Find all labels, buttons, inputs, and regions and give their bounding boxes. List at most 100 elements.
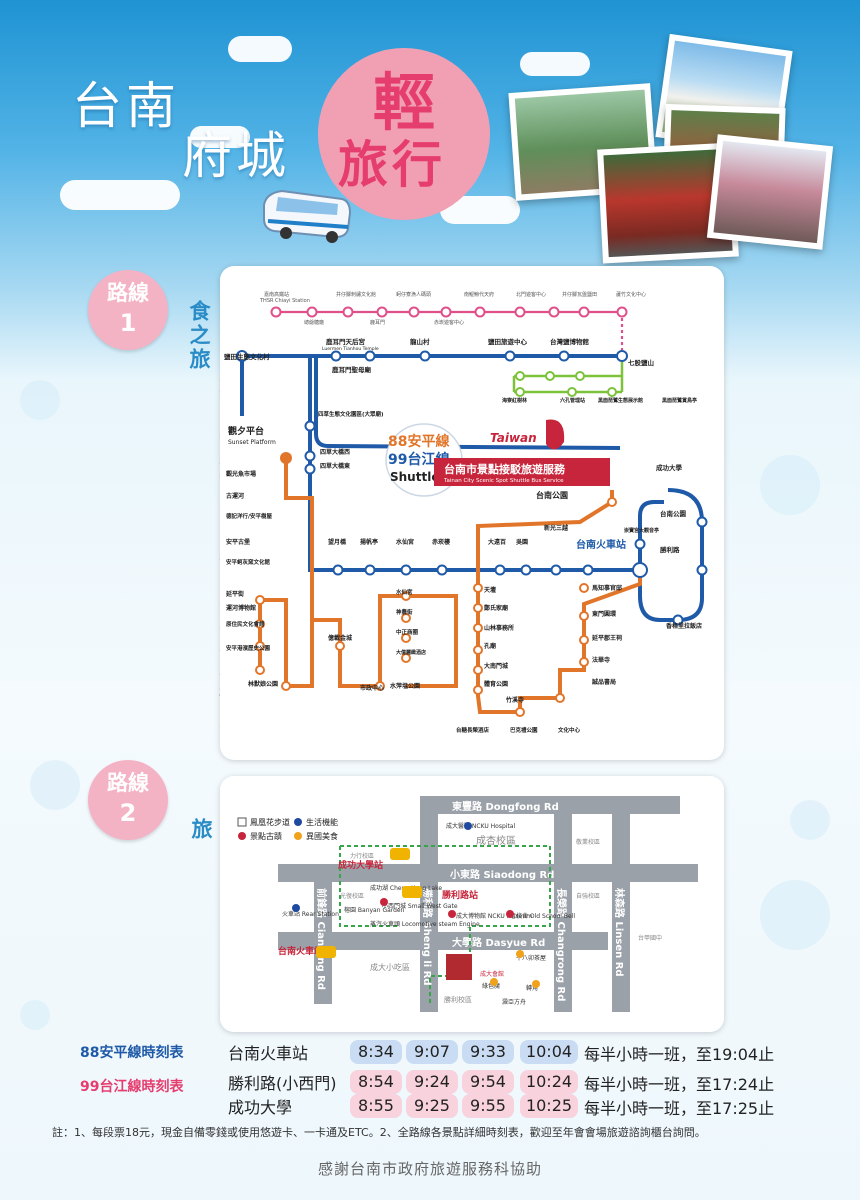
- place-label: 勝利校區: [444, 995, 472, 1004]
- route2-badge-label: 路線: [107, 771, 149, 795]
- station-label: 山林事務所: [484, 624, 514, 632]
- route1-map-svg: 嘉南高鐵站 THSR Chiayi Station 井仔腳刺繡文化館 蚵仔寮漁人…: [224, 291, 708, 734]
- legend-swatch: [294, 832, 302, 840]
- place-label: 小西門城 Small West Gate: [382, 902, 458, 910]
- top-station-label: 蘆竹文化中心: [616, 291, 646, 298]
- station-label: 四草大橋東: [320, 462, 350, 470]
- bubble: [760, 880, 830, 950]
- schedule-stop: 成功大學: [228, 1098, 293, 1117]
- station-label: 大南門城: [484, 662, 508, 670]
- station-label: 安平港濱歷史公園: [226, 644, 271, 652]
- place-label: 綠色魔: [482, 982, 500, 990]
- station-label: 揚帆亭: [360, 538, 378, 546]
- station-label: 成功大學: [656, 463, 683, 472]
- place-label: 敬業校區: [576, 838, 600, 846]
- station-label: 大遠百: [488, 538, 506, 546]
- legend-item: 景點古蹟: [250, 831, 282, 841]
- legend-item: 鳳凰花步道: [250, 817, 290, 827]
- place-label: 蒸汽火車頭 Locomotive steam Engine: [370, 920, 480, 928]
- schedule-frequency: 每半小時一班，至17:25止: [584, 1099, 775, 1118]
- station-label: 望月橋: [328, 538, 347, 546]
- station-label: 觀光魚市場: [226, 470, 256, 478]
- place-label: 成杏校區: [476, 834, 516, 847]
- station-label: 台南公園: [660, 509, 687, 518]
- top-station-label: 北門遊客中心: [516, 291, 546, 298]
- top-station-label: 井仔腳刺繡文化館: [336, 291, 376, 298]
- station-label: 黑面琵鷺生態展示館: [598, 397, 643, 404]
- title-line2: 府城: [182, 127, 290, 185]
- station-label: 台南公園: [536, 490, 568, 500]
- station-label: 吳園: [515, 538, 528, 546]
- place-label: 成大醫院 NCKU Hospital: [446, 822, 515, 830]
- station-label: 竹溪寺: [505, 696, 524, 704]
- road-dongfong: 東豐路 Dongfong Rd: [452, 800, 559, 813]
- schedule-stop: 台南火車站: [228, 1044, 309, 1063]
- brand-line88: 88安平線: [388, 433, 449, 450]
- top-station-label: 蚵仔寮漁人碼頭: [396, 291, 431, 298]
- schedule-time: 10:04: [520, 1040, 578, 1064]
- station-label: 赤崁樓: [432, 538, 450, 546]
- map-markers: [292, 822, 540, 988]
- station-label: 觀夕平台: [228, 425, 264, 437]
- station-label: 巴克禮公園: [510, 726, 538, 734]
- station-label: 黑面琵鷺賞鳥亭: [662, 397, 697, 404]
- route1-badge: 路線 1: [88, 270, 168, 350]
- title-line1: 台南: [72, 77, 180, 135]
- place-label: 十八卯茶屋: [516, 954, 546, 962]
- schedule-time: 9:25: [406, 1094, 458, 1118]
- top-station-label-en: THSR Chiayi Station: [259, 298, 310, 304]
- station-label: 台南火車站: [576, 538, 626, 551]
- station-label: 林默娘公園: [248, 680, 278, 688]
- place-label: 成大小吃區: [370, 962, 410, 972]
- station-label: 海寮紅樹林: [502, 397, 528, 404]
- road-siaodong: 小東路 Siaodong Rd: [449, 868, 554, 881]
- station-label: 水仙宮: [396, 588, 413, 596]
- station-label: 鹽田生態文化村: [224, 352, 270, 361]
- station-label: 古運河: [226, 492, 244, 500]
- station-label: 台糖長榮酒店: [456, 726, 490, 734]
- route1-badge-label: 路線: [107, 281, 149, 305]
- station-label: 億載金城: [328, 634, 352, 642]
- place-label: 成功大學站: [338, 859, 383, 871]
- cloud: [60, 180, 180, 210]
- station-label: 孔廟: [484, 642, 496, 650]
- station-label: 水萍塭公園: [390, 682, 420, 690]
- service-name: 台南市景點接駁旅遊服務: [444, 462, 566, 476]
- place-label: 榕園 Banyan Garden: [344, 906, 405, 914]
- legend-swatch: [237, 817, 247, 827]
- station-label: 體育公園: [484, 680, 508, 688]
- station-label: 誠品書局: [592, 678, 616, 686]
- shuttle-brand: 88安平線 99台江線 Shuttle bus 台南市景點接駁旅遊服務 Tain…: [385, 419, 610, 497]
- schedule-time: 9:54: [462, 1070, 514, 1094]
- schedule-time: 8:54: [350, 1070, 402, 1094]
- station-label: 香格里拉飯店: [665, 622, 702, 630]
- schedule-time: 9:07: [406, 1040, 458, 1064]
- bubble: [20, 380, 60, 420]
- schedule-time: 9:24: [406, 1070, 458, 1094]
- bubble: [790, 800, 830, 840]
- taiwan-logo-icon: [546, 419, 565, 450]
- top-station-label: 赤崁遊客中心: [434, 319, 464, 326]
- station-label: 市政中心: [360, 684, 384, 692]
- title-badge-char2: 旅行: [338, 135, 446, 194]
- station-label: 四草生態文化園區(大眾廟): [318, 410, 384, 418]
- pink-line: [270, 306, 628, 350]
- place-label: 老校舍 Old School Bell: [510, 912, 575, 920]
- schedule-time: 10:24: [520, 1070, 578, 1094]
- place-label: 澱亞方舟: [502, 998, 526, 1006]
- route2-badge-number: 2: [119, 799, 137, 827]
- photo-street: [706, 134, 834, 250]
- road-shengli: 勝利路 Sheng li Rd: [421, 888, 434, 986]
- station-label: 延平郡王祠: [591, 634, 622, 642]
- title-badge-char1: 輕: [373, 66, 436, 139]
- legend-item: 生活機能: [306, 817, 338, 827]
- station-label: 東門圓環: [592, 610, 617, 618]
- station-label: 文化中心: [558, 726, 581, 734]
- station-label: 神農街: [396, 608, 413, 616]
- station-label: 四草大橋西: [320, 448, 350, 456]
- station-label: 勝利路: [660, 545, 680, 554]
- bubble: [760, 455, 820, 515]
- schedule-time: 8:55: [350, 1094, 402, 1118]
- station-label: 鹿耳門天后宮: [326, 337, 366, 346]
- green-line: [512, 362, 624, 394]
